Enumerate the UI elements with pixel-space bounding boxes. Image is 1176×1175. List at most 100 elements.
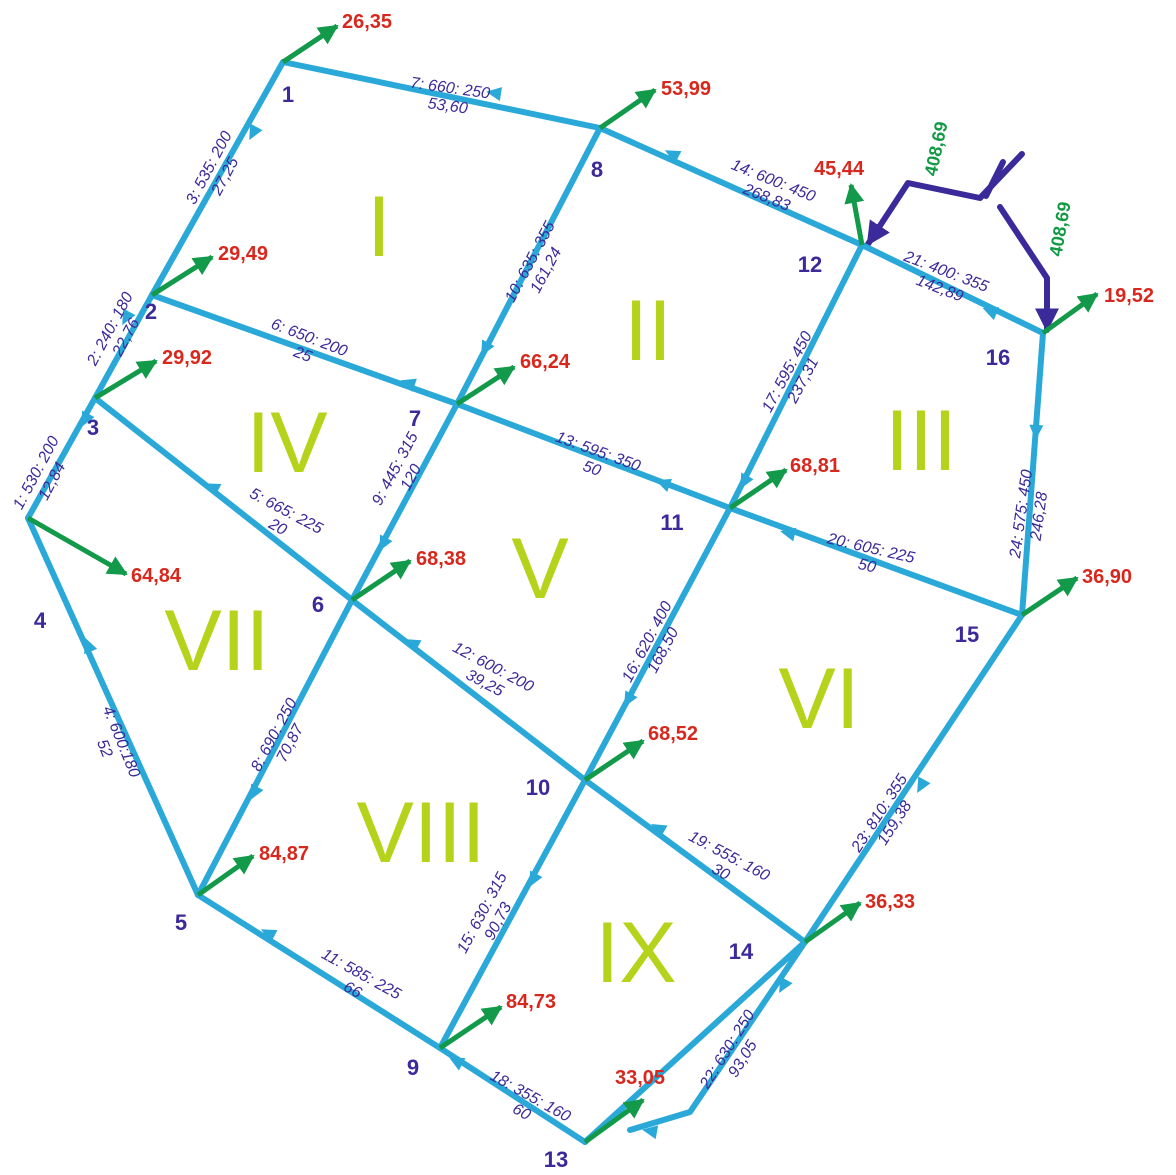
flow-mark xyxy=(529,870,543,888)
flow-mark xyxy=(84,637,98,655)
flow-direction-marks xyxy=(81,87,1044,1140)
node-label-13: 13 xyxy=(544,1147,568,1172)
flow-mark xyxy=(250,783,264,801)
demand-label-node-2: 29,49 xyxy=(218,243,268,265)
pipe-spec: 18: 355: 160 xyxy=(487,1068,573,1126)
pipe-flow: 30 xyxy=(709,861,733,884)
demand-arrow-node-8 xyxy=(598,87,657,131)
supply-value-right: 408,69 xyxy=(1045,200,1074,258)
demand-arrow-node-4 xyxy=(26,515,128,577)
demand-arrow-node-12 xyxy=(844,183,865,246)
flow-mark xyxy=(400,378,417,392)
flow-mark xyxy=(779,976,793,993)
pipe-16 xyxy=(582,505,733,783)
pipe-flow: 25 xyxy=(290,343,314,366)
supply-lines xyxy=(865,151,1059,333)
pipe-19 xyxy=(582,777,808,945)
supply-line-break-mark xyxy=(983,159,1006,199)
flow-mark xyxy=(249,123,263,141)
supply-line-to-node-16 xyxy=(997,204,1059,333)
flow-mark xyxy=(448,1057,466,1071)
flow-mark xyxy=(917,776,931,793)
pipe-5 xyxy=(92,395,355,603)
pipe-24 xyxy=(1019,330,1046,618)
ring-label-II: II xyxy=(624,283,672,379)
pipe-23 xyxy=(802,612,1025,945)
demand-arrow-node-9 xyxy=(438,1004,503,1051)
pipe-13 xyxy=(454,401,733,511)
demand-label-node-9: 84,73 xyxy=(506,991,556,1013)
demand-arrow-node-1 xyxy=(281,23,339,65)
demand-arrow-node-14 xyxy=(803,900,862,945)
flow-mark xyxy=(486,87,503,102)
demand-label-node-13: 33,05 xyxy=(615,1067,665,1089)
flow-mark xyxy=(740,472,754,489)
node-label-5: 5 xyxy=(175,910,187,935)
node-label-14: 14 xyxy=(729,939,754,964)
demand-label-node-12: 45,44 xyxy=(814,158,865,180)
flow-mark xyxy=(405,639,422,653)
demand-arrow-node-2 xyxy=(150,254,214,298)
flow-mark xyxy=(655,478,672,492)
demand-arrow-node-6 xyxy=(350,558,412,603)
node-label-7: 7 xyxy=(409,406,421,431)
demand-arrow-node-11 xyxy=(728,467,788,511)
pipe-12 xyxy=(349,597,588,783)
ring-label-III: III xyxy=(885,393,957,489)
demand-arrow-node-5 xyxy=(196,853,255,898)
pipe-flow: 50 xyxy=(856,556,877,577)
pipe-11 xyxy=(195,892,443,1051)
node-label-10: 10 xyxy=(526,775,550,800)
flow-mark xyxy=(624,690,638,707)
pipes xyxy=(25,59,1046,1145)
demand-label-node-15: 36,90 xyxy=(1082,566,1132,588)
ring-label-VIII: VIII xyxy=(356,785,485,881)
demand-label-node-5: 84,87 xyxy=(259,843,309,865)
node-label-16: 16 xyxy=(986,345,1010,370)
flow-mark xyxy=(780,527,797,542)
demand-label-node-11: 68,81 xyxy=(790,455,840,477)
ring-label-V: V xyxy=(511,521,568,617)
demand-arrow-node-3 xyxy=(93,358,158,401)
pipe-flow: 52 xyxy=(93,737,115,760)
node-label-4: 4 xyxy=(34,608,47,633)
pipe-22 xyxy=(582,939,808,1145)
pipe-21 xyxy=(859,242,1046,336)
flow-mark xyxy=(481,339,495,357)
node-label-2: 2 xyxy=(145,299,157,324)
flow-mark xyxy=(642,1125,659,1140)
pipe-8 xyxy=(195,597,355,898)
flow-mark xyxy=(1029,424,1044,440)
flow-mark xyxy=(204,483,222,497)
pipe-10 xyxy=(454,125,603,407)
flow-mark xyxy=(651,824,668,838)
pipe-flow: 50 xyxy=(580,458,603,480)
demand-label-node-3: 29,92 xyxy=(162,347,212,369)
pipe-3 xyxy=(149,59,286,298)
ring-label-VI: VI xyxy=(778,651,859,747)
pipe-7 xyxy=(280,59,603,131)
demand-arrow-node-7 xyxy=(455,364,516,407)
demand-labels: 26,3529,4929,9264,8484,8768,3866,2453,99… xyxy=(131,11,1154,1089)
flow-mark xyxy=(122,308,136,326)
supply-value-left: 408,69 xyxy=(921,120,952,178)
node-label-11: 11 xyxy=(660,510,683,535)
flow-mark xyxy=(81,410,95,428)
pipe-18 xyxy=(437,1045,588,1145)
pipe-flow: 66 xyxy=(340,979,364,1003)
pipe-flow: 246,28 xyxy=(1027,491,1051,543)
node-label-3: 3 xyxy=(87,415,99,440)
pipe-14 xyxy=(597,125,865,248)
